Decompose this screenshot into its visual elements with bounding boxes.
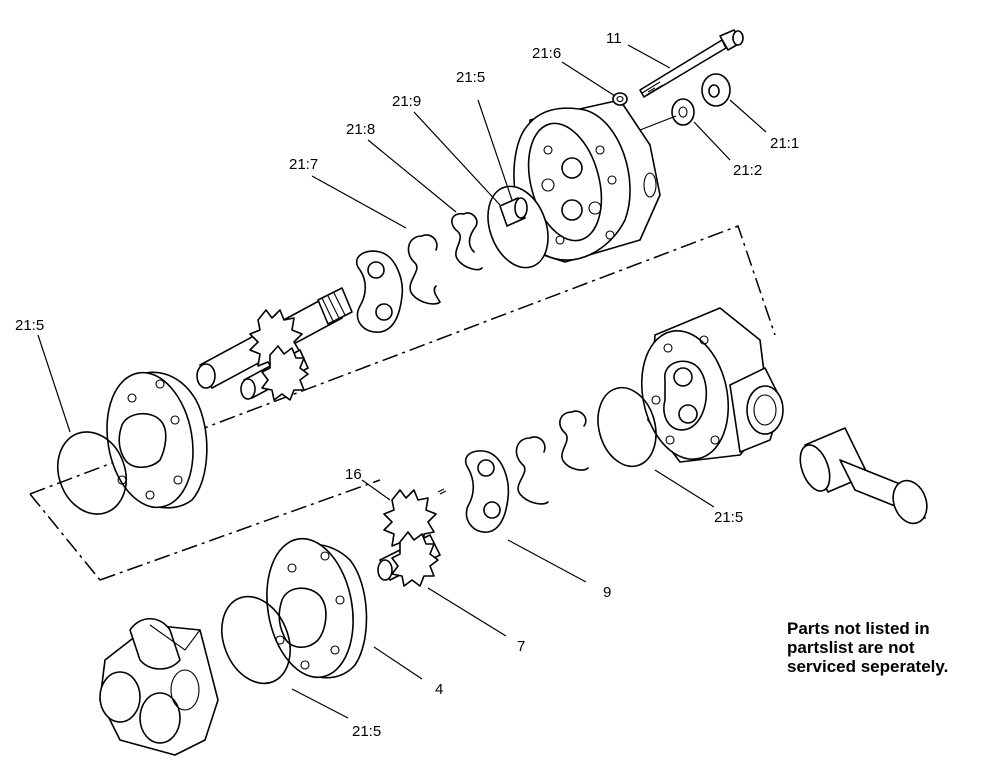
leader-4 xyxy=(373,646,423,680)
leader-11 xyxy=(627,44,671,69)
wire-clip-21-8 xyxy=(451,212,483,271)
leader-21-8 xyxy=(367,139,457,213)
idler-shaft-gear-7 xyxy=(377,531,441,587)
leader-21-5-bottom xyxy=(291,688,349,719)
callout-21-5-left: 21:5 xyxy=(15,317,44,334)
wire-clip-lower-1 xyxy=(559,410,589,471)
drive-shaft-gear-assembly xyxy=(196,287,353,401)
callout-21-5-top: 21:5 xyxy=(456,69,485,86)
callout-16: 16 xyxy=(345,466,362,483)
front-gear-cover xyxy=(99,617,219,756)
leader-21-5-right xyxy=(654,469,715,508)
callout-11: 11 xyxy=(606,30,622,47)
callout-21-7: 21:7 xyxy=(289,156,318,173)
leader-21-6 xyxy=(561,61,616,97)
leader-7 xyxy=(427,587,507,637)
service-note-line-3: serviced seperately. xyxy=(787,657,949,676)
callout-21-1: 21:1 xyxy=(770,135,799,152)
gear-housing-body xyxy=(106,371,208,509)
leader-9 xyxy=(507,539,587,583)
leader-21-5-left xyxy=(37,334,71,433)
leader-21-2 xyxy=(693,121,731,161)
washer-21-2 xyxy=(671,98,695,126)
o-ring-21-5-bottom xyxy=(221,595,291,685)
callout-21-9: 21:9 xyxy=(392,93,421,110)
through-bolt xyxy=(639,29,744,98)
leader-21-5-top xyxy=(477,99,513,201)
bearing-plate-9 xyxy=(464,450,510,533)
callout-21-5-bottom: 21:5 xyxy=(352,723,381,740)
leader-21-9 xyxy=(413,111,501,206)
assembly-boundary-line-lower xyxy=(29,493,101,581)
callout-4: 4 xyxy=(435,681,443,698)
o-ring-21-5-left xyxy=(57,431,127,515)
leader-21-1 xyxy=(729,99,767,133)
callout-21-6: 21:6 xyxy=(532,45,561,62)
callout-21-5-right: 21:5 xyxy=(714,509,743,526)
washer-21-6 xyxy=(612,92,628,106)
wire-clip-21-7 xyxy=(407,234,441,305)
callout-21-8: 21:8 xyxy=(346,121,375,138)
bearing-plate-upper xyxy=(355,250,404,333)
assembly-boundary-line-bottom xyxy=(99,479,381,581)
key xyxy=(437,488,447,495)
plate-21-5-top xyxy=(487,185,549,269)
port-fitting-and-tube xyxy=(799,427,928,525)
callout-21-2: 21:2 xyxy=(733,162,762,179)
front-housing-with-port xyxy=(640,307,784,463)
service-note-line-1: Parts not listed in xyxy=(787,619,930,638)
service-note: Parts not listed in partslist are not se… xyxy=(787,619,982,676)
o-ring-21-5-right xyxy=(597,386,657,468)
leader-21-7 xyxy=(311,175,407,229)
wire-clip-lower-2 xyxy=(515,436,549,505)
service-note-line-2: partslist are not xyxy=(787,638,915,657)
wear-plate-4 xyxy=(266,537,368,679)
callout-7: 7 xyxy=(517,638,525,655)
callout-9: 9 xyxy=(603,584,611,601)
leader-16 xyxy=(361,479,391,501)
seal-21-1 xyxy=(701,73,731,107)
assembly-boundary-line xyxy=(29,225,776,495)
